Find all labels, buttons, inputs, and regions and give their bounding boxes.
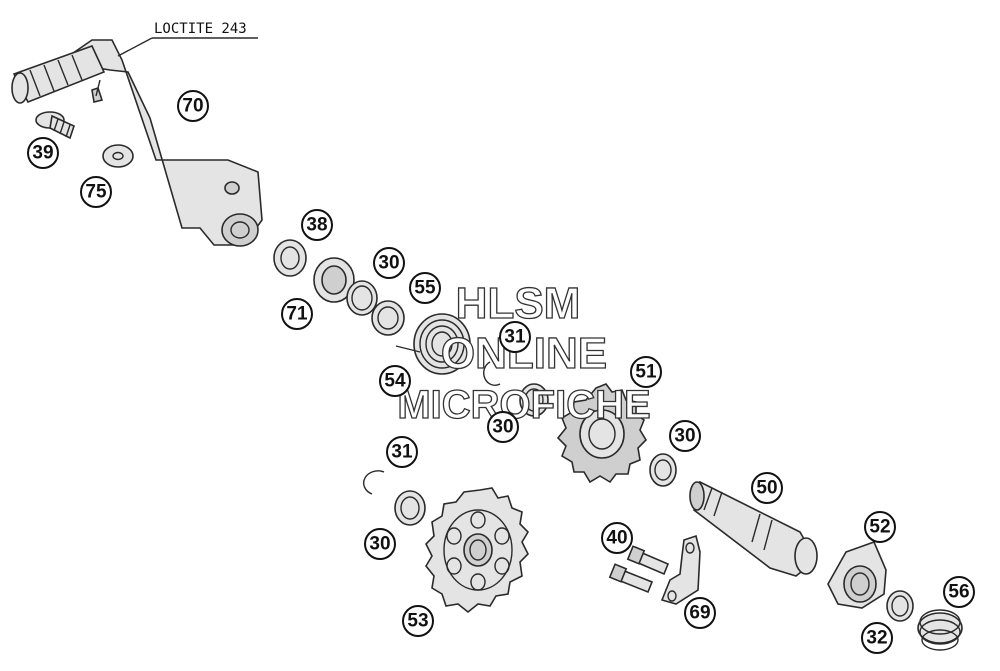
callout-70: 70	[177, 90, 209, 122]
svg-text:31: 31	[504, 327, 526, 348]
svg-text:54: 54	[384, 371, 406, 392]
kick-lever	[11, 39, 263, 247]
svg-text:30: 30	[674, 426, 695, 447]
bushing	[273, 239, 307, 277]
thrust-washer-right	[649, 453, 677, 487]
svg-text:30: 30	[378, 253, 399, 274]
callout-30-d: 30	[364, 528, 396, 560]
thrust-washer-upper	[346, 280, 378, 316]
shaft-seal	[313, 257, 355, 303]
kick-shaft	[689, 480, 818, 577]
callout-69: 69	[684, 597, 716, 629]
callout-30-b: 30	[487, 411, 519, 443]
ratchet	[827, 540, 887, 609]
svg-text:53: 53	[407, 611, 428, 632]
bolt	[35, 111, 75, 140]
callout-75: 75	[80, 176, 112, 208]
callout-56: 56	[943, 576, 975, 608]
ratchet-spring	[917, 609, 963, 651]
svg-text:39: 39	[32, 143, 53, 164]
svg-text:71: 71	[286, 304, 308, 325]
svg-text:38: 38	[306, 215, 327, 236]
washer-ratchet	[886, 590, 914, 622]
callout-54: 54	[379, 365, 411, 397]
callout-31-a: 31	[499, 321, 531, 353]
kick-spring	[395, 313, 471, 375]
svg-text:52: 52	[869, 517, 890, 538]
callout-31-b: 31	[386, 436, 418, 468]
callout-30-c: 30	[669, 420, 701, 452]
svg-text:30: 30	[369, 534, 390, 555]
svg-text:56: 56	[948, 582, 969, 603]
callout-50: 50	[751, 472, 783, 504]
svg-text:69: 69	[689, 603, 710, 624]
callout-53: 53	[402, 605, 434, 637]
callout-40: 40	[601, 522, 633, 554]
kick-gear	[556, 383, 648, 484]
leader-lines	[95, 37, 258, 97]
circlip-upper	[483, 361, 501, 386]
svg-text:55: 55	[414, 278, 436, 299]
callout-55: 55	[409, 272, 441, 304]
callout-51: 51	[630, 356, 662, 388]
callout-39: 39	[27, 137, 59, 169]
callout-71: 71	[281, 298, 313, 330]
svg-text:51: 51	[635, 362, 657, 383]
svg-text:31: 31	[391, 442, 413, 463]
thrust-washer-lower	[394, 490, 426, 526]
svg-text:40: 40	[606, 528, 627, 549]
svg-text:32: 32	[866, 628, 887, 649]
svg-text:70: 70	[182, 96, 203, 117]
circlip-lower	[363, 470, 385, 495]
stop-plate	[660, 534, 701, 605]
loctite-note: LOCTITE 243	[154, 21, 247, 37]
washer	[102, 144, 134, 168]
svg-text:30: 30	[492, 417, 513, 438]
callout-32: 32	[861, 622, 893, 654]
callout-30-a: 30	[373, 247, 405, 279]
svg-text:75: 75	[85, 182, 107, 203]
intermediate-gear	[425, 487, 530, 614]
callout-38: 38	[301, 209, 333, 241]
screws	[608, 545, 670, 594]
watermark-line3: MICROFICHE	[397, 383, 650, 427]
watermark-line1: HLSM	[456, 279, 581, 328]
spring-guide	[371, 300, 405, 336]
callout-52: 52	[864, 511, 896, 543]
svg-text:50: 50	[756, 478, 777, 499]
thrust-washer-middle	[519, 383, 549, 417]
